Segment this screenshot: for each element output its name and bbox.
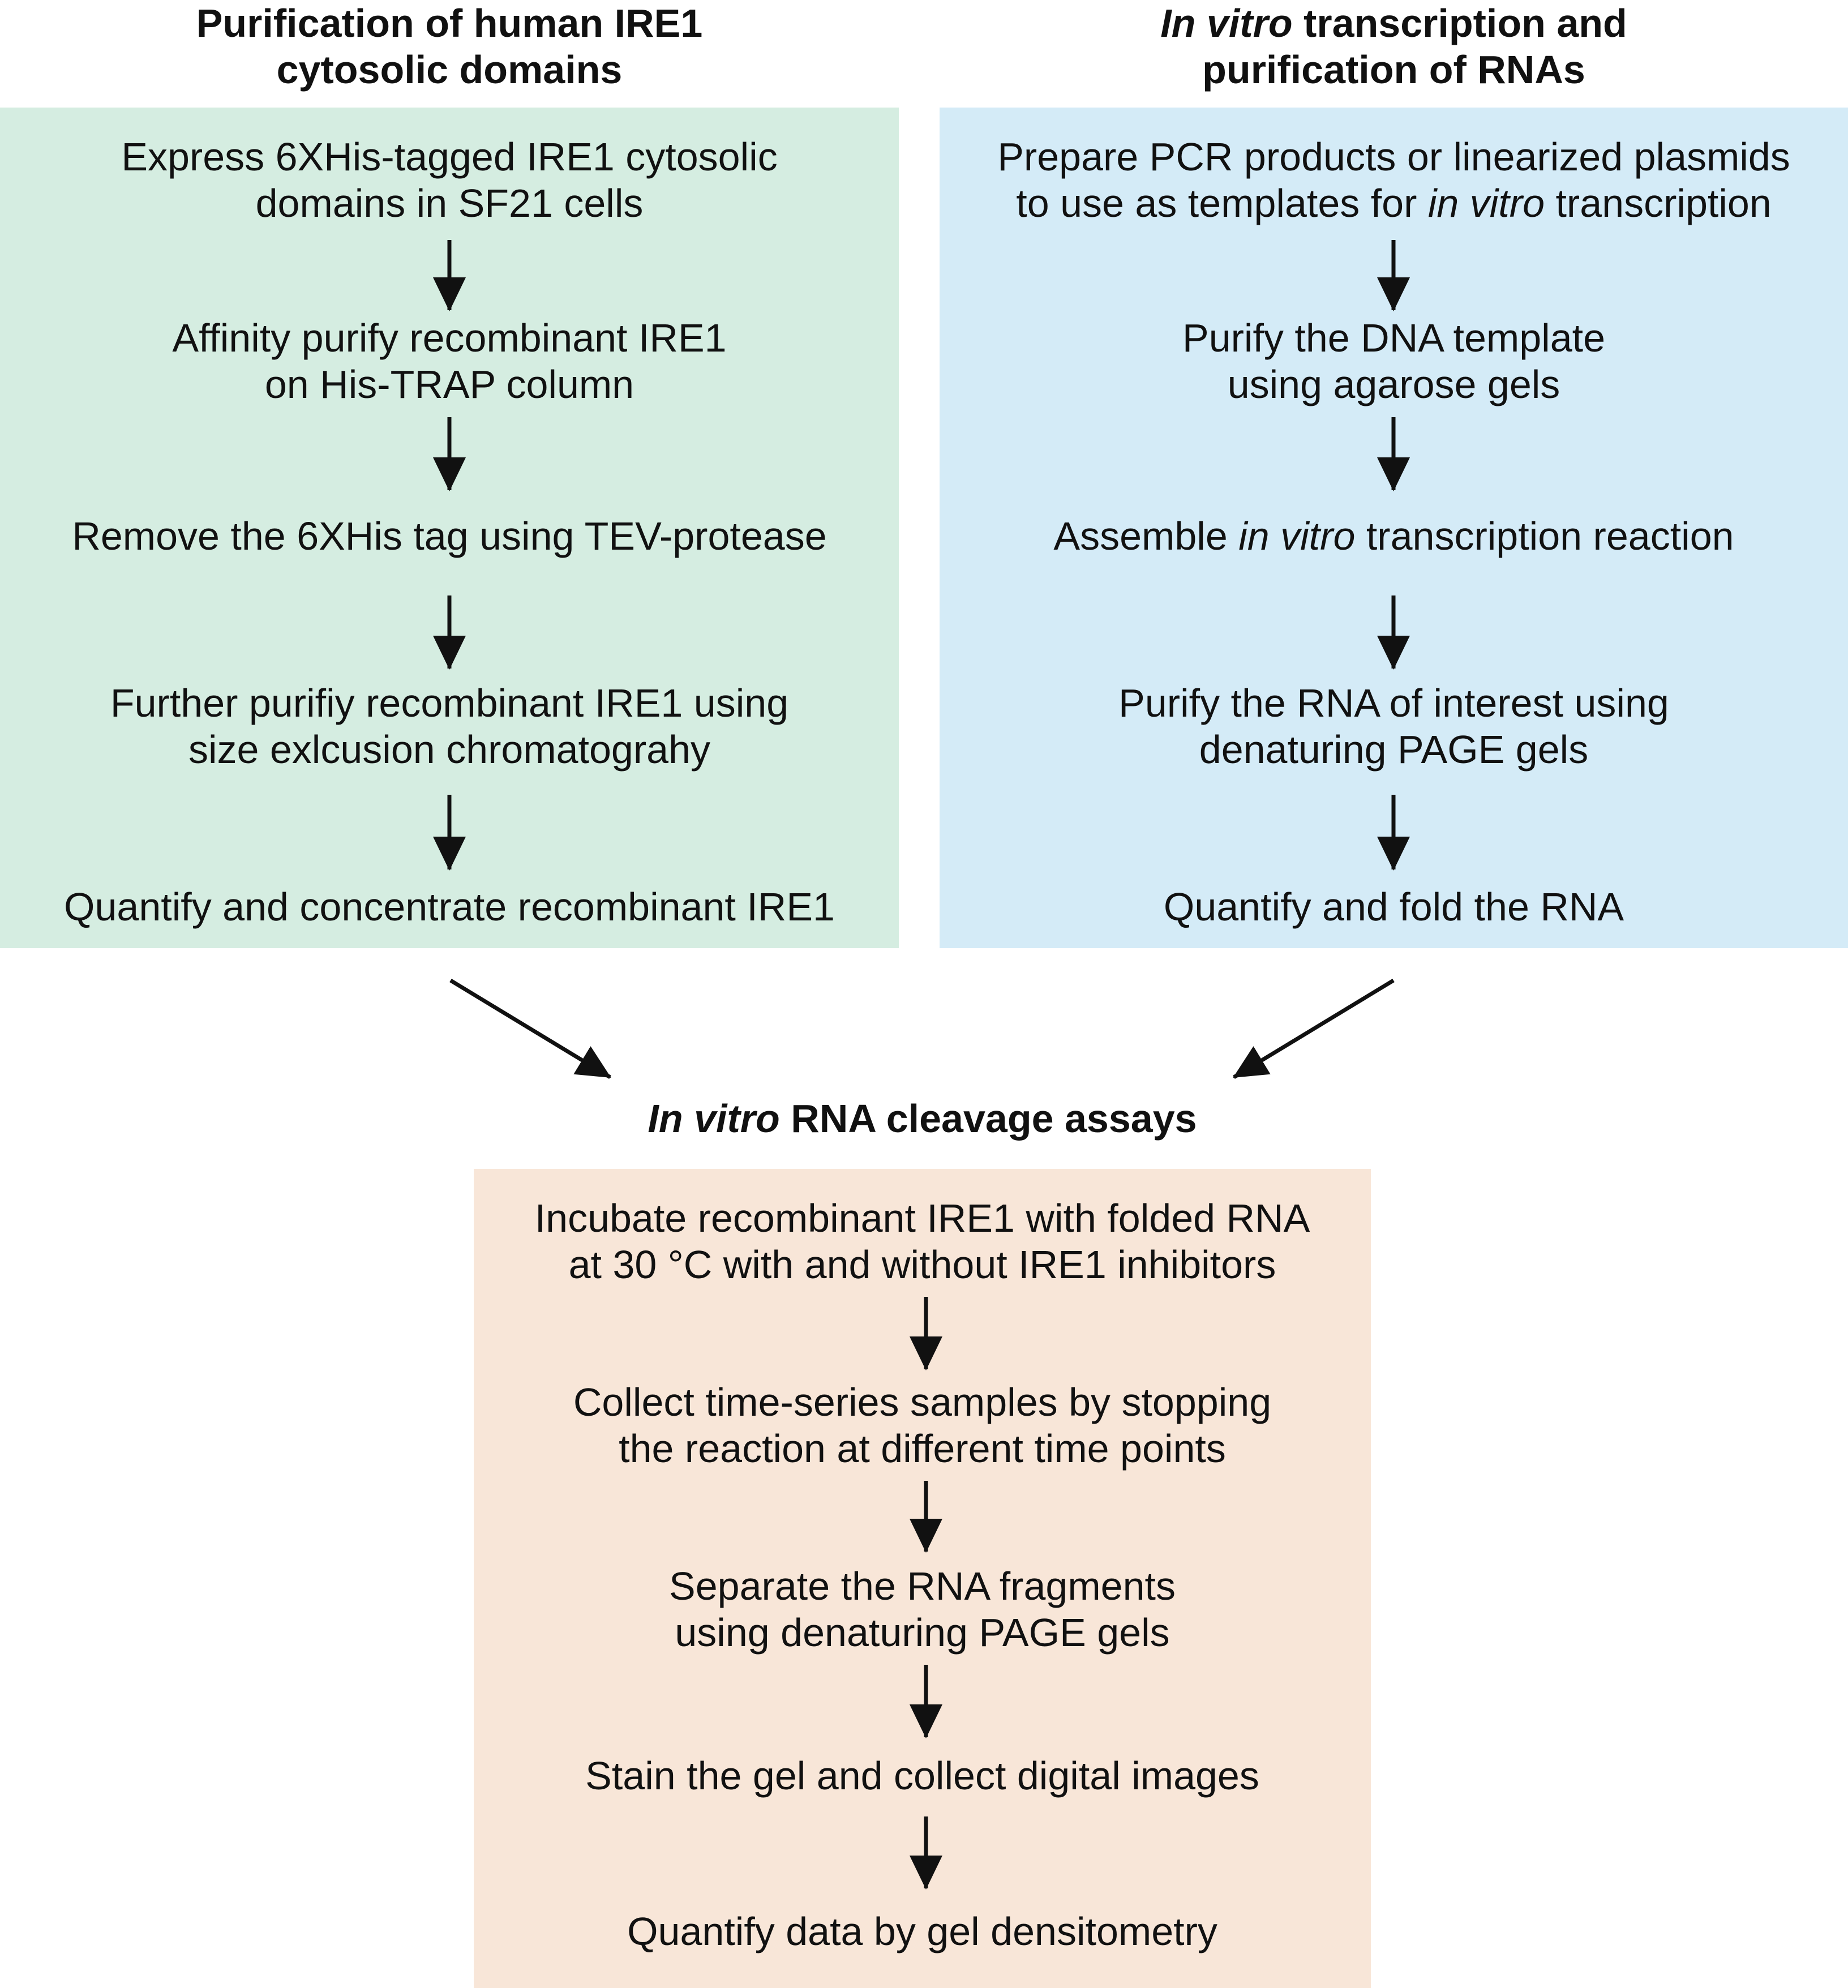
bottom-step-5: Quantify data by gel densitometry — [627, 1909, 1217, 1953]
right-step-2: Purify the DNA template using agarose ge… — [1182, 316, 1605, 406]
bottom-step-1: Incubate recombinant IRE1 with folded RN… — [534, 1196, 1310, 1287]
left-step-3: Remove the 6XHis tag using TEV-protease — [72, 514, 827, 558]
bottom-step-3: Separate the RNA fragments using denatur… — [669, 1564, 1176, 1655]
merge-arrow-left — [449, 979, 611, 1079]
bottom-title-line: In vitro RNA cleavage assays — [648, 1096, 1197, 1141]
left-step-4: Further purifiy recombinant IRE1 using s… — [110, 681, 789, 772]
right-title-line: purification of RNAs — [1202, 48, 1585, 92]
right-step-3: Assemble in vitro transcription reaction — [1053, 514, 1734, 558]
bottom-step-4: Stain the gel and collect digital images — [585, 1754, 1259, 1798]
bottom-panel — [474, 1169, 1371, 1988]
bottom-step-2: Collect time-series samples by stopping … — [573, 1380, 1272, 1471]
left-title-line: Purification of human IRE1 — [196, 1, 703, 45]
left-step-5: Quantify and concentrate recombinant IRE… — [64, 885, 835, 929]
left-title-line: cytosolic domains — [276, 48, 623, 92]
left-title: Purification of human IRE1 cytosolic dom… — [0, 0, 899, 93]
right-title: In vitro transcription and purification … — [940, 0, 1848, 93]
right-step-4: Purify the RNA of interest using denatur… — [1118, 681, 1669, 772]
bottom-title: In vitro RNA cleavage assays — [474, 1095, 1371, 1142]
right-step-5: Quantify and fold the RNA — [1163, 885, 1624, 929]
left-step-2: Affinity purify recombinant IRE1 on His-… — [172, 316, 727, 406]
left-step-1: Express 6XHis-tagged IRE1 cytosolic doma… — [121, 135, 778, 225]
merge-arrow-right — [1233, 979, 1395, 1079]
right-title-line: In vitro transcription and — [1160, 1, 1627, 45]
right-step-1: Prepare PCR products or linearized plasm… — [997, 135, 1790, 225]
